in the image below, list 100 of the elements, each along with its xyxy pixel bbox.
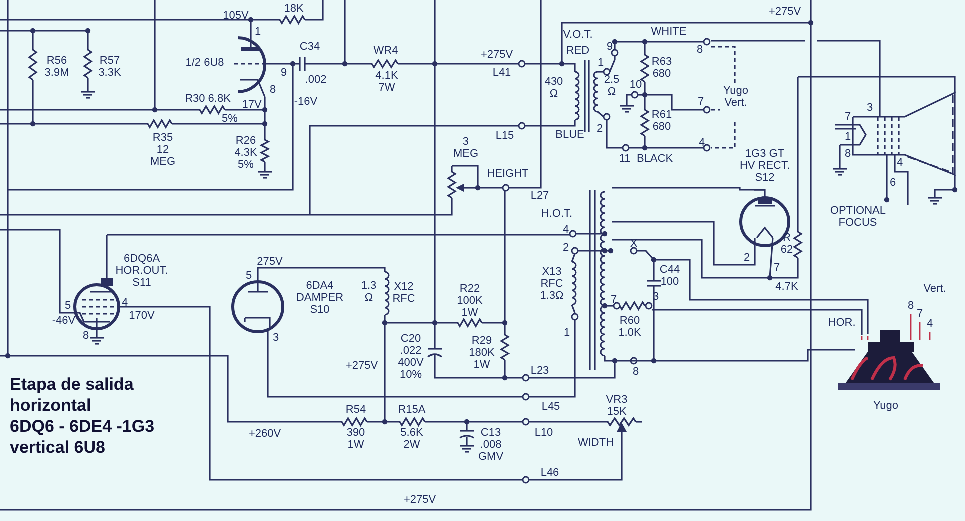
part-label: Yugo xyxy=(873,400,899,412)
component-label: R61 680 xyxy=(652,109,672,133)
pin-number: 2 xyxy=(744,252,750,264)
title: Etapa de salida horizontal xyxy=(10,374,135,416)
part-label: Vert. xyxy=(924,283,946,295)
voltage-label: 105V xyxy=(223,10,249,22)
component-label: VR3 15K xyxy=(606,394,628,418)
pin-number: 8 xyxy=(696,44,704,56)
pin-number: 9 xyxy=(606,41,614,53)
pin-number: 4 xyxy=(122,297,128,309)
part-label: V.O.T. xyxy=(563,29,593,41)
part-label: HOR. xyxy=(828,317,856,329)
caption: 6DQ6 - 6DE4 -1G3 vertical 6U8 xyxy=(10,416,156,458)
pin-number: 11 xyxy=(619,153,631,165)
component-label: 390 1W xyxy=(346,427,366,451)
component-label: R15A xyxy=(398,404,426,416)
part-label: H.O.T. xyxy=(541,208,573,220)
pin-number: 1 xyxy=(844,131,852,143)
component-label: 3 MEG xyxy=(453,136,479,160)
voltage-label: 170V xyxy=(129,310,155,322)
pin-number: 10 xyxy=(630,79,642,91)
component-label: 5.6K 2W xyxy=(400,427,424,451)
pin-number: 4 xyxy=(698,137,706,149)
component-label: C20 .022 400V 10% xyxy=(398,333,424,381)
pin-number: 8 xyxy=(908,300,914,312)
part-label: OPTIONAL FOCUS xyxy=(830,205,886,229)
component-label: R56 3.9M xyxy=(44,55,70,79)
wire-label: BLACK xyxy=(636,153,674,165)
wire-label: WHITE xyxy=(651,26,687,38)
pin-number: 3 xyxy=(866,102,874,114)
pin-number: X xyxy=(630,238,638,250)
part-label: 1/2 6U8 xyxy=(186,57,224,69)
pin-number: 8 xyxy=(82,330,90,342)
component-label: C13 .008 GMV xyxy=(478,427,504,463)
component-label: 5% xyxy=(222,113,238,125)
component-label: 4.1K 7W xyxy=(376,70,398,94)
component-label: R22 100K 1W xyxy=(457,283,483,319)
pin-number: 5 xyxy=(64,300,72,312)
part-label: Yugo Vert. xyxy=(723,85,749,109)
component-label: R30 6.8K xyxy=(185,93,231,105)
pin-number: 6 xyxy=(890,177,896,189)
pin-number: 4 xyxy=(562,224,570,236)
pin-number: 3 xyxy=(272,332,280,344)
component-label: X13 RFC 1.3Ω xyxy=(540,266,564,302)
component-label: R35 12 MEG xyxy=(150,132,176,168)
part-label: 1G3 GT HV RECT. S12 xyxy=(739,148,791,184)
terminal-label: L23 xyxy=(530,365,550,377)
pin-number: 7 xyxy=(844,111,852,123)
part-label: 6DQ6A HOR.OUT. S11 xyxy=(116,253,168,289)
control-label: HEIGHT xyxy=(487,168,529,180)
pin-number: 5 xyxy=(246,270,252,282)
pin-number: 1 xyxy=(598,57,604,69)
pin-number: 8 xyxy=(632,366,640,378)
pin-number: 8 xyxy=(844,148,852,160)
wire-label: BLUE xyxy=(556,129,584,141)
terminal-label: L46 xyxy=(540,467,560,479)
component-label: 1.3 Ω xyxy=(361,280,377,304)
wire-label: RED xyxy=(566,45,590,57)
voltage-label: +275V xyxy=(768,6,802,18)
voltage-label: -16V xyxy=(294,96,318,108)
voltage-label: 17V xyxy=(242,99,262,111)
pin-number: 9 xyxy=(280,67,288,79)
pin-number: 1 xyxy=(564,327,570,339)
component-label: 18K xyxy=(284,3,304,15)
pin-number: 4 xyxy=(926,318,934,330)
voltage-label: +260V xyxy=(248,428,282,440)
pin-number: 2 xyxy=(562,242,570,254)
terminal-label: L45 xyxy=(542,401,560,413)
component-label: R29 180K 1W xyxy=(469,335,495,371)
pin-number: 1 xyxy=(254,26,262,38)
component-label: 2.5 Ω xyxy=(604,74,620,98)
pin-number: 4 xyxy=(896,157,904,169)
pin-number: 7 xyxy=(610,294,618,306)
component-label: 4.7K xyxy=(776,281,798,293)
terminal-label: L41 xyxy=(492,67,512,79)
pin-number: 7 xyxy=(698,96,704,108)
component-label: C44 100 xyxy=(660,264,680,288)
component-label: R26 4.3K 5% xyxy=(234,135,258,171)
pin-number: 7 xyxy=(916,308,924,320)
pin-number: 7 xyxy=(774,262,780,274)
terminal-label: L10 xyxy=(534,427,554,439)
pin-number: 8 xyxy=(270,84,276,96)
voltage-label: -46V xyxy=(52,315,76,327)
component-label: X12 RFC xyxy=(392,281,416,305)
voltage-label: 275V xyxy=(257,256,283,268)
voltage-label: +275V xyxy=(404,494,436,506)
component-label: R 62 xyxy=(780,232,794,256)
component-label: R63 680 xyxy=(652,56,672,80)
control-label: WIDTH xyxy=(578,437,614,449)
terminal-label: L15 xyxy=(496,130,514,142)
component-label: .002 xyxy=(305,74,327,86)
component-label: R54 xyxy=(346,404,366,416)
voltage-label: +275V xyxy=(480,49,514,61)
voltage-label: +275V xyxy=(346,360,378,372)
terminal-label: L27 xyxy=(530,190,550,202)
component-label: WR4 xyxy=(374,45,398,57)
component-label: R57 3.3K xyxy=(98,55,122,79)
component-label: R60 1.0K xyxy=(618,315,642,339)
component-label: 430 Ω xyxy=(544,76,564,100)
component-label: C34 xyxy=(300,41,320,53)
